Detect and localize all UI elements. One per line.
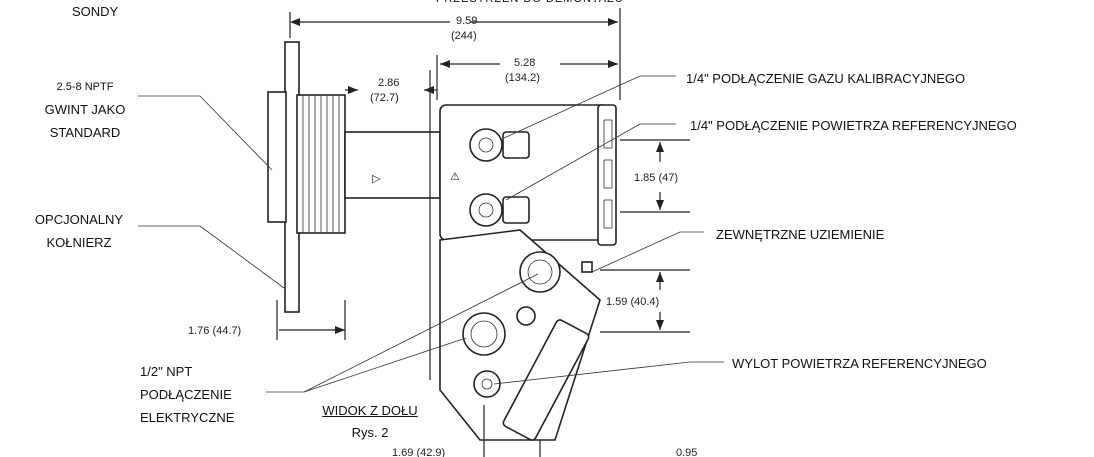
npt-label-line2: PODŁĄCZENIE — [140, 387, 232, 402]
gaz-kalibracyjny-label: 1/4" PODŁĄCZENIE GAZU KALIBRACYJNEGO — [686, 71, 966, 86]
rys-label: Rys. 2 — [351, 425, 389, 440]
dim-727: (72.7) — [370, 92, 399, 104]
powietrze-ref-label: 1/4" PODŁĄCZENIE POWIETRZA REFERENCYJNEG… — [690, 118, 1017, 133]
uziemienie-label: ZEWNĘTRZNE UZIEMIENIE — [716, 227, 885, 242]
ground-screw — [516, 306, 536, 326]
thread-spec-label: 2.5-8 NPTF — [56, 81, 114, 93]
flow-arrow-icon: ▷ — [372, 173, 381, 185]
gwint-label-line2: STANDARD — [49, 125, 121, 140]
upper-conduit-port — [519, 251, 561, 293]
dim-286: 2.86 — [378, 77, 399, 89]
npt-label-line1: 1/2" NPT — [140, 364, 193, 379]
reference-air-outlet — [473, 370, 501, 398]
thread-ring — [267, 91, 287, 223]
dim-176: 1.76 (44.7) — [188, 325, 241, 337]
probe-tube — [344, 131, 441, 199]
dim-169: 1.69 (42.9) — [392, 447, 445, 457]
npt-label-line3: ELEKTRYCZNE — [140, 410, 235, 425]
cover-fins — [603, 119, 613, 229]
dim-185: 1.85 (47) — [634, 172, 678, 184]
dim-159: 1.59 (40.4) — [606, 296, 659, 308]
calibration-gas-port — [469, 128, 503, 162]
widok-label: WIDOK Z DOŁU — [322, 403, 418, 418]
reference-air-fitting — [502, 196, 530, 224]
electrical-conduit-port — [462, 312, 506, 356]
ground-lug — [581, 261, 593, 273]
opcjonalny-label-line2: KOŁNIERZ — [46, 235, 112, 250]
dim-244: (244) — [451, 30, 477, 42]
calibration-gas-fitting — [502, 131, 530, 159]
wylot-label: WYLOT POWIETRZA REFERENCYJNEGO — [732, 356, 987, 371]
dim-095: 0.95 — [676, 447, 697, 457]
warning-icon: ⚠ — [450, 171, 460, 183]
dimension-arrows — [290, 18, 664, 334]
przestrzen-label: PRZESTRZEŃ DO DEMONTAŻU — [436, 0, 624, 11]
gwint-label-line1: GWINT JAKO — [44, 102, 126, 117]
dim-959: 9.59 — [456, 15, 477, 27]
housing-cover — [597, 104, 617, 246]
thread-lines — [302, 95, 340, 233]
opcjonalny-label-line1: OPCJONALNY — [34, 212, 124, 227]
dim-528: 5.28 — [514, 57, 535, 69]
lower-cover — [502, 319, 590, 441]
reference-air-port — [469, 193, 503, 227]
dim-1342: (134.2) — [505, 72, 540, 84]
sondy-label: SONDY — [72, 4, 119, 19]
leader-lines — [138, 75, 724, 393]
